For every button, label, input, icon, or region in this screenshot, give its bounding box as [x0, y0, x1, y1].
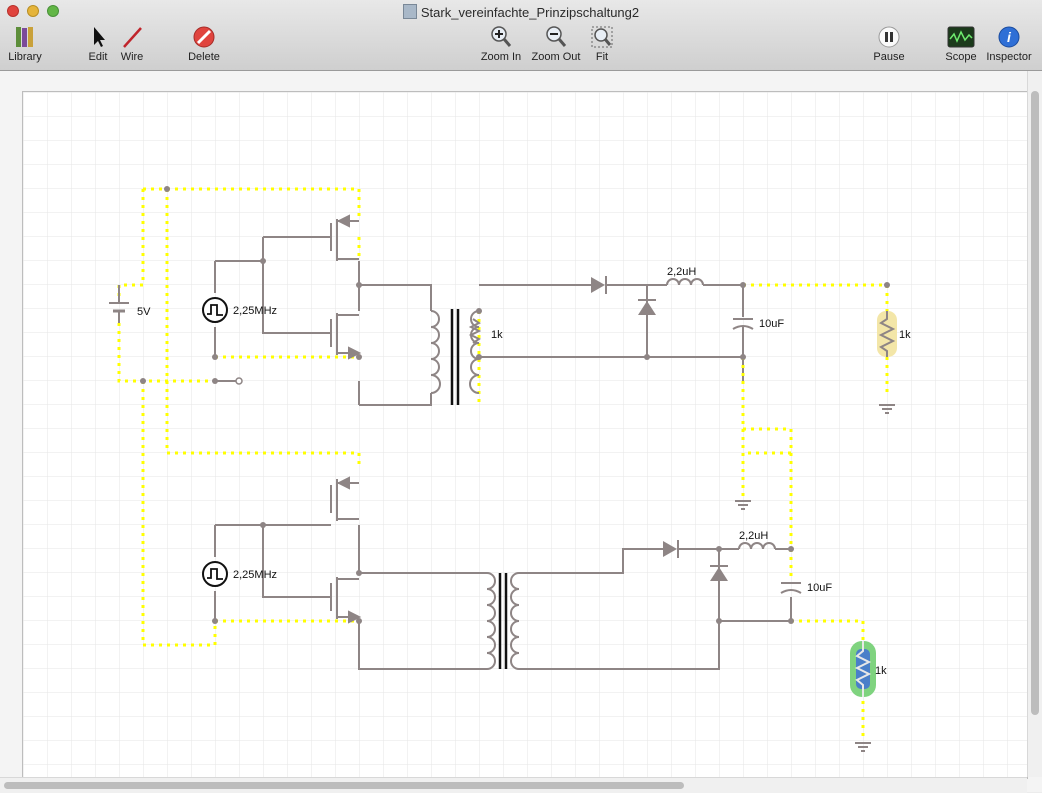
schematic-sheet[interactable]: 5V 2,25MHz 2,25MHz [22, 91, 1028, 779]
wire-icon [118, 24, 146, 50]
inspector-button[interactable]: i Inspector [984, 24, 1034, 66]
open-terminal[interactable] [235, 377, 243, 385]
junction-nodes [140, 186, 890, 624]
zoom-in-button[interactable]: Zoom In [478, 24, 524, 66]
resistor-bottom-label: 1k [875, 665, 887, 677]
fit-icon [589, 24, 615, 50]
vertical-scrollbar[interactable] [1027, 71, 1042, 777]
svg-text:i: i [1007, 29, 1012, 45]
library-icon [5, 24, 45, 50]
inductor-bottom-label: 2,2uH [739, 530, 768, 542]
mosfet-top-lower[interactable] [330, 313, 362, 360]
ground-mid [735, 500, 751, 510]
scope-button[interactable]: Scope [944, 24, 978, 66]
source-top[interactable]: 2,25MHz [202, 297, 277, 323]
resistor-top-label: 1k [899, 329, 911, 341]
zoom-in-icon [478, 24, 524, 50]
capacitor-bottom[interactable]: 10uF [780, 582, 832, 594]
document-icon [402, 4, 417, 19]
horizontal-scroll-thumb[interactable] [4, 782, 684, 789]
library-button[interactable]: Library [5, 24, 45, 66]
battery-5v[interactable]: 5V [109, 285, 151, 323]
capacitor-top[interactable]: 10uF [732, 285, 784, 357]
battery-label: 5V [137, 306, 151, 318]
diode-bottom-series[interactable] [663, 540, 739, 558]
close-button[interactable] [7, 5, 19, 17]
diode-bottom-shunt[interactable] [710, 565, 728, 581]
transformer-bottom[interactable] [486, 572, 520, 670]
title-bar: Stark_vereinfachte_Prinzipschaltung2 Lib… [0, 0, 1042, 71]
canvas-area[interactable]: 5V 2,25MHz 2,25MHz [0, 71, 1042, 793]
pause-icon [872, 24, 906, 50]
delete-button[interactable]: Delete [184, 24, 224, 66]
transformer-top-resistor-label: 1k [491, 329, 503, 341]
inductor-top-label: 2,2uH [667, 266, 696, 278]
grey-wires [214, 236, 792, 670]
delete-icon [184, 24, 224, 50]
zoom-out-icon [529, 24, 583, 50]
window-title: Stark_vereinfachte_Prinzipschaltung2 [0, 4, 1042, 20]
ground-bottom-load [855, 742, 871, 752]
diode-top-series[interactable] [551, 276, 667, 294]
capacitor-top-label: 10uF [759, 318, 784, 330]
source-top-label: 2,25MHz [233, 305, 277, 317]
wire-button[interactable]: Wire [118, 24, 146, 66]
resistor-top-load[interactable]: 1k [877, 311, 911, 357]
transformer-top[interactable] [430, 309, 482, 405]
edit-button[interactable]: Edit [85, 24, 111, 66]
fit-button[interactable]: Fit [589, 24, 615, 66]
horizontal-scrollbar[interactable] [0, 777, 1027, 793]
zoom-out-button[interactable]: Zoom Out [529, 24, 583, 66]
arrow-cursor-icon [85, 24, 111, 50]
inductor-top[interactable]: 2,2uH [666, 266, 743, 286]
capacitor-bottom-label: 10uF [807, 582, 832, 594]
resistor-bottom-load[interactable]: 1k [850, 641, 887, 697]
vertical-scroll-thumb[interactable] [1031, 91, 1039, 715]
mosfet-top-upper[interactable] [330, 214, 359, 261]
zoom-button[interactable] [47, 5, 59, 17]
diode-top-shunt[interactable] [638, 299, 656, 315]
mosfet-bottom-lower[interactable] [330, 577, 362, 624]
info-icon: i [984, 24, 1034, 50]
mosfet-bottom-upper[interactable] [330, 476, 359, 521]
ground-top-load [879, 404, 895, 414]
source-bottom[interactable]: 2,25MHz [202, 561, 277, 587]
oscilloscope-icon [944, 24, 978, 50]
source-bottom-label: 2,25MHz [233, 569, 277, 581]
minimize-button[interactable] [27, 5, 39, 17]
circuit-diagram[interactable]: 5V 2,25MHz 2,25MHz [23, 92, 1027, 778]
pause-button[interactable]: Pause [872, 24, 906, 66]
